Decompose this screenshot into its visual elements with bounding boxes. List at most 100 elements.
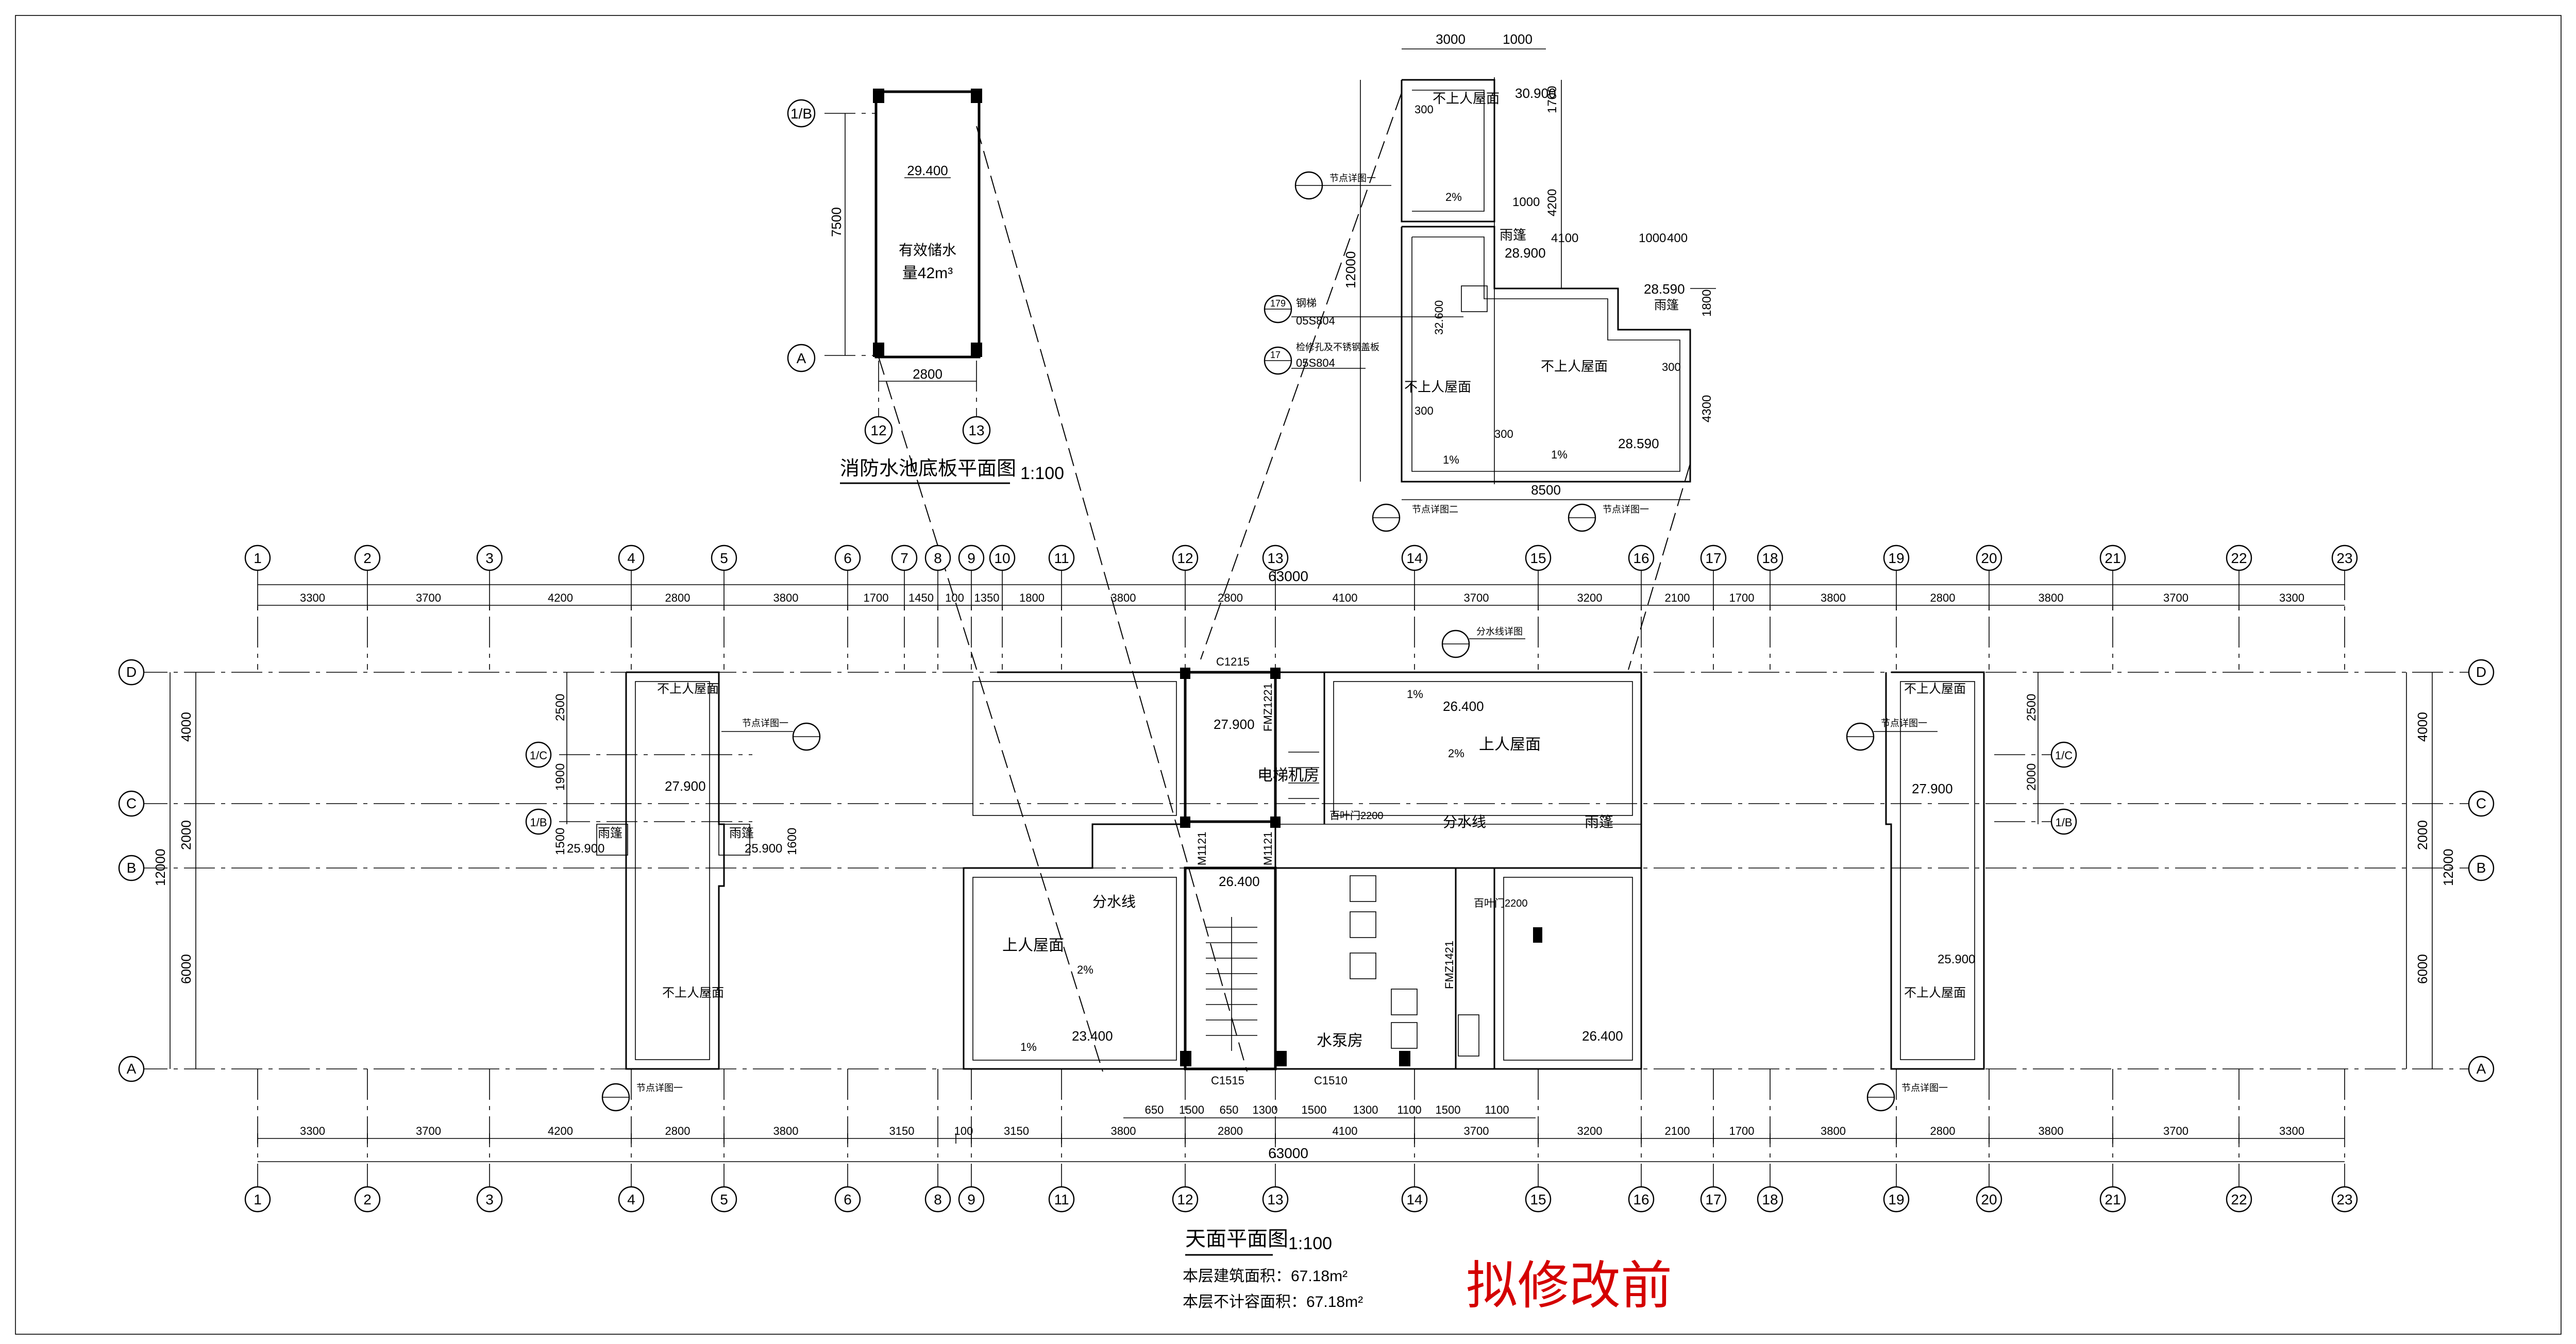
- dim-label: 2500: [2025, 694, 2039, 721]
- axis-bubble: [1628, 545, 1655, 571]
- dim-label: 3800: [1111, 591, 1136, 604]
- axis-bubble: [1172, 545, 1199, 571]
- axis-bubble: [958, 1186, 985, 1213]
- axis-label: 20: [1981, 1192, 1997, 1207]
- door-label: FMZ1221: [1261, 683, 1274, 731]
- axis-label: 1: [254, 1192, 262, 1207]
- axis-label: 22: [2231, 1192, 2247, 1207]
- dim-label: 4300: [1700, 395, 1714, 422]
- axis-bubble: [525, 741, 552, 768]
- slope-label: 1%: [1407, 688, 1423, 701]
- axis-bubble: [1525, 545, 1552, 571]
- dim-label: 1300: [1253, 1103, 1278, 1116]
- axis-label: 3: [485, 1192, 494, 1207]
- axis-bubble: [2099, 545, 2126, 571]
- dim-label: 1500: [1302, 1103, 1327, 1116]
- dim-label: 3200: [1577, 1125, 1603, 1137]
- axis-label: 23: [2336, 1192, 2352, 1207]
- room-label: 不上人屋面: [1404, 379, 1471, 395]
- door-label: 百叶门2200: [1329, 810, 1384, 822]
- dim-label: 4000: [178, 712, 194, 742]
- axis-bubble: [1048, 545, 1075, 571]
- axis-bubble: [354, 1186, 381, 1213]
- dim-label: 100: [945, 591, 964, 604]
- dim-label: 12000: [1343, 251, 1358, 288]
- axis-bubble: [118, 659, 145, 686]
- dim-label: 4200: [1545, 189, 1559, 216]
- door-label: C1510: [1314, 1074, 1348, 1087]
- main-plan-scale: 1:100: [1288, 1234, 1332, 1253]
- dim-label: 1300: [1353, 1103, 1378, 1116]
- axis-bubble: [2468, 659, 2495, 686]
- axis-bubble: [1628, 1186, 1655, 1213]
- axis-label: B: [2477, 860, 2486, 876]
- dim-label: 1100: [1397, 1103, 1421, 1116]
- axis-label: A: [2477, 1061, 2486, 1077]
- room-no-roof: 不上人屋面: [1904, 682, 1966, 696]
- axis-label: 9: [967, 1192, 975, 1207]
- level-label: 32.600: [1433, 300, 1445, 335]
- axis-label: 16: [1633, 1192, 1649, 1207]
- axis-label: 19: [1888, 1192, 1904, 1207]
- dim-label: 3150: [889, 1125, 915, 1137]
- axis-label: 5: [720, 1192, 728, 1207]
- axis-label: 17: [1705, 1192, 1721, 1207]
- axis-bubble: [618, 545, 645, 571]
- callout-label: 节点详图一: [636, 1083, 683, 1093]
- axis-bubble: [2468, 790, 2495, 817]
- axis-bubble: [1172, 1186, 1199, 1213]
- axis-bubble: [244, 545, 271, 571]
- axis-bubble: [891, 545, 918, 571]
- axis-label: C: [126, 795, 137, 811]
- room-canopy: 雨篷: [1585, 814, 1613, 830]
- split-line-label: 分水线: [1092, 894, 1136, 910]
- dim-label: 1700: [1545, 86, 1559, 113]
- axis-label: 15: [1530, 1192, 1546, 1207]
- axis-bubble: [2226, 1186, 2252, 1213]
- main-roof-plan: 电梯机房 水泵房 上人屋面 上人屋面 分水线 分水线 不上人屋面 不上人屋面 不…: [137, 584, 2473, 1162]
- axis-bubble: [711, 1186, 737, 1213]
- dim-label: 3800: [1821, 591, 1846, 604]
- slope-label: 1%: [1551, 448, 1568, 461]
- room-no-roof: 不上人屋面: [657, 682, 719, 696]
- level-label: 27.900: [665, 778, 706, 794]
- axis-bubble: [989, 545, 1016, 571]
- dim-label: 8500: [1531, 482, 1561, 498]
- area-built: 本层建筑面积：67.18m²: [1183, 1268, 1348, 1285]
- dim-label: 12000: [2440, 849, 2456, 886]
- level-label: 25.900: [567, 842, 604, 856]
- axis-label: 4: [627, 1192, 635, 1207]
- dim-label: 3300: [300, 591, 325, 604]
- level-label: 25.900: [745, 842, 782, 856]
- axis-label: A: [127, 1061, 137, 1077]
- dim-label: 3800: [2039, 591, 2064, 604]
- level-label: 29.400: [907, 163, 948, 178]
- room-canopy: 雨篷: [729, 826, 754, 840]
- level-label: 26.400: [1219, 874, 1260, 889]
- axis-label: D: [126, 664, 137, 680]
- dim-label: 400: [1667, 231, 1688, 245]
- axis-bubble: [118, 790, 145, 817]
- slope-label: 2%: [1448, 747, 1464, 760]
- room-no-roof: 不上人屋面: [1904, 986, 1966, 1000]
- axis-bubble: [525, 808, 552, 835]
- axis-label: 16: [1633, 550, 1649, 566]
- axis-label: 14: [1406, 550, 1422, 566]
- door-label: C1215: [1216, 655, 1250, 668]
- axis-label: 12: [1177, 550, 1193, 566]
- split-line-label: 分水线: [1443, 814, 1486, 830]
- dim-label: 2800: [1218, 591, 1243, 604]
- dim-label: 1600: [785, 828, 799, 855]
- axis-bubble: [787, 99, 816, 128]
- dim-label: 3200: [1577, 591, 1603, 604]
- dim-label: 4200: [548, 1125, 573, 1137]
- callout-label: 节点详图二: [1412, 504, 1458, 515]
- dim-label: 3300: [300, 1125, 325, 1137]
- level-label: 28.900: [1505, 245, 1546, 261]
- axis-bubble: [1262, 1186, 1289, 1213]
